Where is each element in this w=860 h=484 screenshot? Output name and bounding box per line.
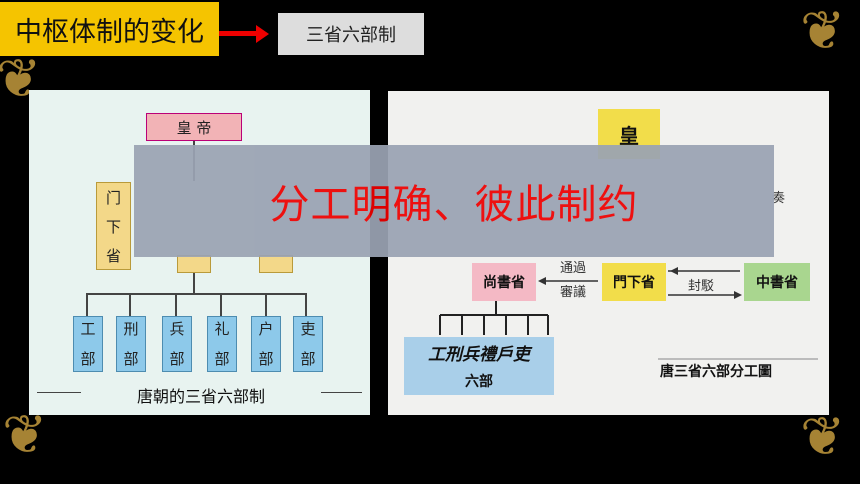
overlay-text: 分工明确、彼此制约: [269, 182, 639, 228]
connector-line: [175, 293, 177, 317]
label-zou: 奏: [772, 191, 786, 206]
liubu-top-block: 工刑兵禮戶吏: [404, 337, 554, 367]
arrow-connector: [219, 31, 259, 36]
label-shenyi: 審議: [560, 285, 587, 300]
shangshu-box: [259, 255, 293, 273]
department-char: 部: [169, 350, 185, 368]
overlay-banner: 分工明确、彼此制约: [134, 145, 774, 257]
zhongshu-block: 中書省: [744, 263, 810, 301]
department-char: 户: [258, 320, 274, 338]
connector-line: [86, 293, 88, 317]
department-char: 兵: [169, 320, 185, 338]
right-diagram-connectors: [439, 267, 818, 360]
slide-title: 中枢体制的变化: [0, 2, 219, 56]
department-libu: 吏 部: [293, 316, 323, 372]
ornament-bottom-left-icon: ❦: [2, 403, 48, 466]
department-char: 刑: [123, 320, 139, 338]
connector-line: [265, 293, 267, 317]
department-li: 礼 部: [207, 316, 237, 372]
left-caption: 唐朝的三省六部制: [81, 383, 321, 407]
arrow-right-icon: [734, 291, 742, 299]
ornament-bottom-right-icon: ❦: [800, 405, 846, 468]
menxia-block: 門下省: [602, 263, 666, 301]
arrow-left-icon: [538, 277, 546, 285]
menxia-char: 下: [105, 217, 121, 236]
subtitle-box: 三省六部制: [278, 13, 424, 55]
department-char: 吏: [300, 320, 316, 338]
department-char: 工: [80, 320, 96, 338]
department-hu: 户 部: [251, 316, 281, 372]
liubu-block: 六部: [404, 367, 554, 395]
connector-line: [86, 293, 305, 295]
connector-line: [305, 293, 307, 317]
department-xing: 刑 部: [116, 316, 146, 372]
department-bing: 兵 部: [162, 316, 192, 372]
department-char: 礼: [214, 320, 230, 338]
connector-line: [193, 273, 195, 293]
arrow-right-icon: [256, 25, 269, 43]
menxia-char: 门: [105, 188, 121, 207]
menxia-char: 省: [105, 246, 121, 265]
emperor-box: 皇 帝: [146, 113, 242, 141]
right-caption: 唐三省六部分工圖: [660, 364, 772, 380]
department-char: 部: [214, 350, 230, 368]
department-gong: 工 部: [73, 316, 103, 372]
department-char: 部: [300, 350, 316, 368]
department-char: 部: [123, 350, 139, 368]
label-fengbo: 封駁: [688, 279, 715, 294]
arrow-left-icon: [670, 267, 678, 275]
department-char: 部: [258, 350, 274, 368]
ornament-top-right-icon: ❦: [800, 0, 846, 62]
connector-line: [220, 293, 222, 317]
zhongshu-box: [177, 255, 211, 273]
shangshu-block: 尚書省: [472, 263, 536, 301]
label-tongguo: 通過: [560, 261, 587, 276]
connector-line: [129, 293, 131, 317]
department-char: 部: [80, 350, 96, 368]
menxia-box: 门 下 省: [96, 182, 131, 270]
